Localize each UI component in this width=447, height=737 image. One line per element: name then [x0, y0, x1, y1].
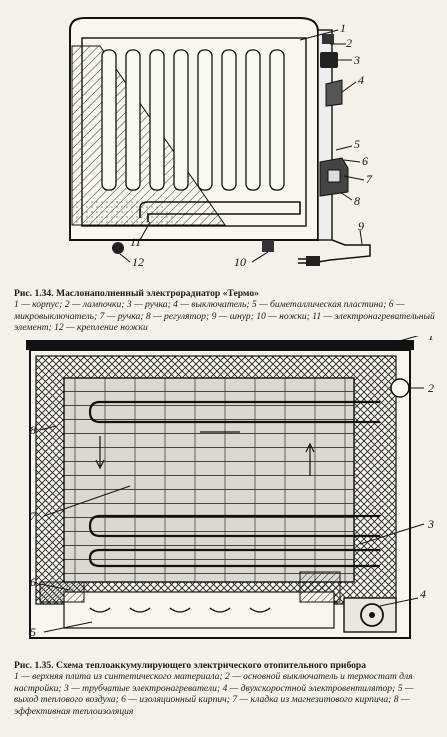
label-6: 6	[30, 575, 36, 589]
label-11: 11	[130, 235, 141, 249]
figure2-labels: 1 2 3 4 5 6 7 8	[30, 336, 434, 639]
label-8: 8	[30, 423, 36, 437]
power-cord	[317, 239, 371, 263]
figure2-caption-title: Рис. 1.35. Схема теплоаккумулирующего эл…	[14, 660, 367, 671]
label-5: 5	[30, 625, 36, 639]
label-6: 6	[362, 154, 368, 168]
figure-radiator-diagram: 1 2 3 4 5 6 7 8 9 10 11 12	[69, 17, 373, 269]
label-2: 2	[428, 381, 434, 395]
top-plate	[26, 340, 414, 350]
label-1: 1	[428, 336, 434, 343]
brick-core	[63, 377, 355, 583]
figure-storage-heater-diagram: 1 2 3 4 5 6 7 8	[26, 336, 434, 639]
radiator-fins	[101, 49, 285, 191]
label-10: 10	[234, 255, 246, 269]
heating-tubes	[88, 400, 380, 568]
label-3: 3	[427, 517, 434, 531]
figure2-caption-text: 1 — верхняя плита из синтетического мате…	[14, 671, 414, 717]
fan	[343, 597, 397, 633]
figure1-labels: 1 2 3 4 5 6 7 8 9 10 11 12	[130, 21, 373, 269]
label-9: 9	[358, 219, 364, 233]
label-2: 2	[346, 36, 352, 50]
heating-element	[139, 201, 301, 222]
label-12: 12	[132, 255, 144, 269]
label-7: 7	[30, 509, 37, 523]
label-4: 4	[358, 73, 364, 87]
label-7: 7	[366, 172, 373, 186]
figure2-caption: Рис. 1.35. Схема теплоаккумулирующего эл…	[14, 660, 436, 717]
label-4: 4	[420, 587, 426, 601]
switch-block	[325, 79, 343, 107]
main-switch	[390, 378, 410, 398]
label-5: 5	[354, 137, 360, 151]
figure1-caption: Рис. 1.34. Маслонаполненный электрорадиа…	[14, 288, 436, 334]
figure1-caption-title: Рис. 1.34. Маслонаполненный электрорадиа…	[14, 288, 259, 299]
label-3: 3	[353, 53, 360, 67]
figure1-caption-text: 1 — корпус; 2 — лампочки; 3 — ручка; 4 —…	[14, 299, 435, 334]
label-1: 1	[340, 21, 346, 35]
label-8: 8	[354, 194, 360, 208]
